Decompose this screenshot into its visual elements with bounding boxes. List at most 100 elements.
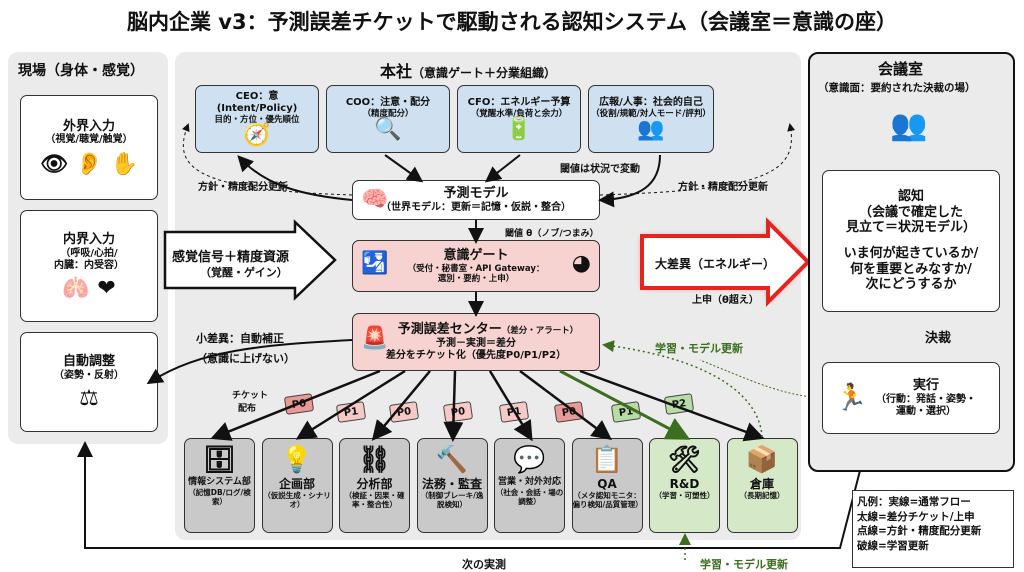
dept-sub: （メタ認知モニタ：偏り検知/品質管理）	[572, 491, 643, 510]
cognition-title: 認知	[897, 189, 924, 205]
cfo-box: CFO：エネルギー予算 （覚醒水準/負荷と余力） 🔋	[457, 85, 581, 153]
dept-title: 分析部	[356, 477, 393, 491]
coo-sub: （精度配分）	[362, 108, 414, 119]
internal-sub2: 内臓：内受容）	[54, 259, 124, 271]
dept-title: 情報システム部	[188, 477, 251, 487]
action-title: 実行	[912, 378, 939, 394]
dept-sub: （長期記憶）	[739, 491, 785, 501]
magnifier-icon: 🔍	[374, 117, 402, 143]
dept-sub: （学習・可塑性）	[654, 491, 715, 501]
lightbulb-icon: 💡	[280, 445, 314, 475]
legend-item: 太線=差分チケット/上申	[857, 510, 975, 523]
prediction-model-box: 🧠 予測モデル （世界モデル：更新＝記憶・仮説・整合）	[352, 180, 600, 220]
gate-title: 意識ゲート	[443, 248, 509, 264]
receptionist-icon: 🛂	[361, 251, 389, 276]
balance-scale-icon: ⚖	[79, 385, 99, 411]
ceo-title: CEO：意 (Intent/Policy)	[216, 90, 298, 114]
consciousness-gate-box: 🛂 ◕ 意識ゲート （受付・秘書室・API Gateway： 選別・要約・上申）	[352, 240, 600, 292]
hand-icon: ✋	[110, 152, 139, 178]
gate-sub1: （受付・秘書室・API Gateway：	[407, 263, 545, 274]
gate-sub2: 選別・要約・上申）	[437, 273, 515, 284]
external-input-box: 外界入力 （視覚/聴覚/触覚） 👁 👂 ✋	[20, 95, 158, 200]
model-title: 予測モデル	[443, 186, 509, 202]
dept-box: ⛓ 分析部 （検証・因果・確率・整合性）	[339, 438, 410, 533]
coo-box: COO：注意・配分 （精度配分） 🔍	[326, 85, 450, 153]
auto-adjust-box: 自動調整 （姿勢・反射） ⚖	[20, 332, 158, 432]
ticket-p1: P1	[498, 401, 530, 423]
battery-icon: 🔋	[505, 117, 533, 143]
action-l1: （行動：発話・姿勢・	[876, 393, 976, 405]
small-diff-label: 小差異：自動補正	[196, 332, 284, 345]
dept-title: QA	[597, 477, 617, 491]
dept-box: 🗄 情報システム部 （記憶DB/ログ/検索）	[184, 438, 255, 533]
dept-box: 💡 企画部 （仮説生成・シナリオ）	[261, 438, 333, 533]
internal-input-box: 内界入力 （呼吸/心拍/ 内臓：内受容） 🫁 ❤	[20, 210, 158, 322]
ceo-sub: 目的・方位・優先順位	[214, 114, 300, 125]
knob-icon: ◕	[571, 251, 591, 276]
dept-sub: （検証・因果・確率・整合性）	[344, 491, 405, 510]
page-title: 脳内企業 v3：予測誤差チケットで駆動される認知システム（会議室＝意識の座）	[127, 10, 897, 34]
ticket-p0: P0	[553, 401, 585, 423]
threshold-note: 閾値は状況で変動	[560, 164, 640, 175]
model-sub: （世界モデル：更新＝記憶・仮説・整合）	[381, 201, 571, 213]
dept-title: 企画部	[278, 477, 315, 491]
learning-label: 学習・モデル更新	[655, 342, 743, 355]
small-diff-sub: （意識に上げない）	[196, 352, 295, 365]
cognition-q3: 次にどうするか	[865, 277, 957, 293]
sensory-label: 感覚信号＋精度資源	[172, 250, 290, 265]
external-sub: （視覚/聴覚/触覚）	[45, 134, 133, 146]
policy-update-left: 方針・精度配分更新	[198, 182, 288, 193]
dept-title: 倉庫	[749, 477, 774, 491]
cognition-l2: 見立て＝状況モデル）	[845, 220, 976, 236]
cognition-q2: 何を重要とみなすか/	[850, 261, 972, 277]
server-icon: 🗄	[202, 445, 236, 475]
action-box: 🏃 実行 （行動：発話・姿勢・ 運動・選択）	[822, 362, 1000, 434]
room-title: 会議室	[878, 60, 924, 78]
tools-icon: 🛠	[667, 445, 701, 475]
legend-box: 凡例：実線=通常フロー 太線=差分チケット/上申 点線=方針・精度配分更新 破線…	[852, 490, 1014, 568]
cognition-l1: （会議で確定した	[858, 204, 963, 220]
dept-title: 営業・対外対応	[497, 477, 561, 487]
gavel-icon: 🔨	[435, 445, 469, 475]
compass-icon: 🧭	[243, 123, 271, 149]
speech-bubble-icon: 💬	[513, 445, 546, 475]
next-measure-label: 次の実測	[462, 558, 506, 571]
room-sub: （意識面：要約された決裁の場）	[818, 82, 976, 94]
legend-item: 破線=学習更新	[857, 540, 929, 553]
dept-sub: （記憶DB/ログ/検索）	[188, 487, 251, 506]
pr-sub: （役割/規範/対人モード/評判）	[591, 108, 711, 119]
cfo-title: CFO：エネルギー予算	[467, 96, 571, 108]
eye-icon: 👁	[39, 152, 68, 178]
internal-title: 内界入力	[62, 232, 115, 248]
flowchart-icon: ⛓	[357, 445, 391, 475]
prediction-error-center-box: 🚨 予測誤差センター（差分・アラート） 予測－実測＝差分 差分をチケット化（優先…	[352, 313, 600, 371]
dept-sub: （社会・会話・場の調整）	[495, 487, 564, 506]
external-title: 外界入力	[62, 118, 115, 134]
dept-box: 💬 営業・対外対応 （社会・会話・場の調整）	[494, 438, 565, 533]
dept-title: 法務・監査	[421, 477, 482, 491]
dept-title: R&D	[669, 477, 700, 491]
ticket-p2: P2	[663, 393, 695, 415]
ceo-box: CEO：意 (Intent/Policy) 目的・方位・優先順位 🧭	[195, 85, 319, 153]
error-line2: 差分をチケット化（優先度P0/P1/P2）	[385, 349, 567, 361]
dept-sub: （仮説生成・シナリオ）	[263, 491, 331, 510]
cognition-box: 認知 （会議で確定した 見立て＝状況モデル） いま何が起きているか/ 何を重要と…	[822, 170, 1000, 312]
dept-sub: （制御ブレーキ/逸脱検知）	[420, 491, 484, 510]
running-person-icon: 🏃	[835, 383, 868, 413]
legend-item: 点線=方針・精度配分更新	[857, 525, 982, 538]
policy-update-right: 方針・精度配分更新	[678, 182, 768, 193]
theta-label: 閾値 θ（ノブ/つまみ）	[505, 229, 599, 239]
alarm-light-icon: 🚨	[361, 326, 389, 351]
pr-title: 広報/人事：社会的自己	[599, 96, 703, 108]
auto-sub: （姿勢・反射）	[54, 369, 124, 381]
pr-hr-box: 広報/人事：社会的自己 （役割/規範/対人モード/評判） 👥	[588, 85, 714, 153]
sensory-sub: （覚醒・ゲイン）	[200, 266, 288, 279]
ticket-label2: 配布	[238, 404, 257, 414]
brain-icon: 🧠	[361, 187, 389, 212]
ticket-p1: P1	[335, 401, 367, 423]
ticket-p0: P0	[388, 401, 420, 423]
ticket-p0: P0	[442, 401, 474, 423]
internal-sub1: （呼吸/心拍/	[60, 247, 118, 259]
dept-box: 📋 QA （メタ認知モニタ：偏り検知/品質管理）	[571, 438, 643, 533]
ear-icon: 👂	[75, 152, 103, 178]
